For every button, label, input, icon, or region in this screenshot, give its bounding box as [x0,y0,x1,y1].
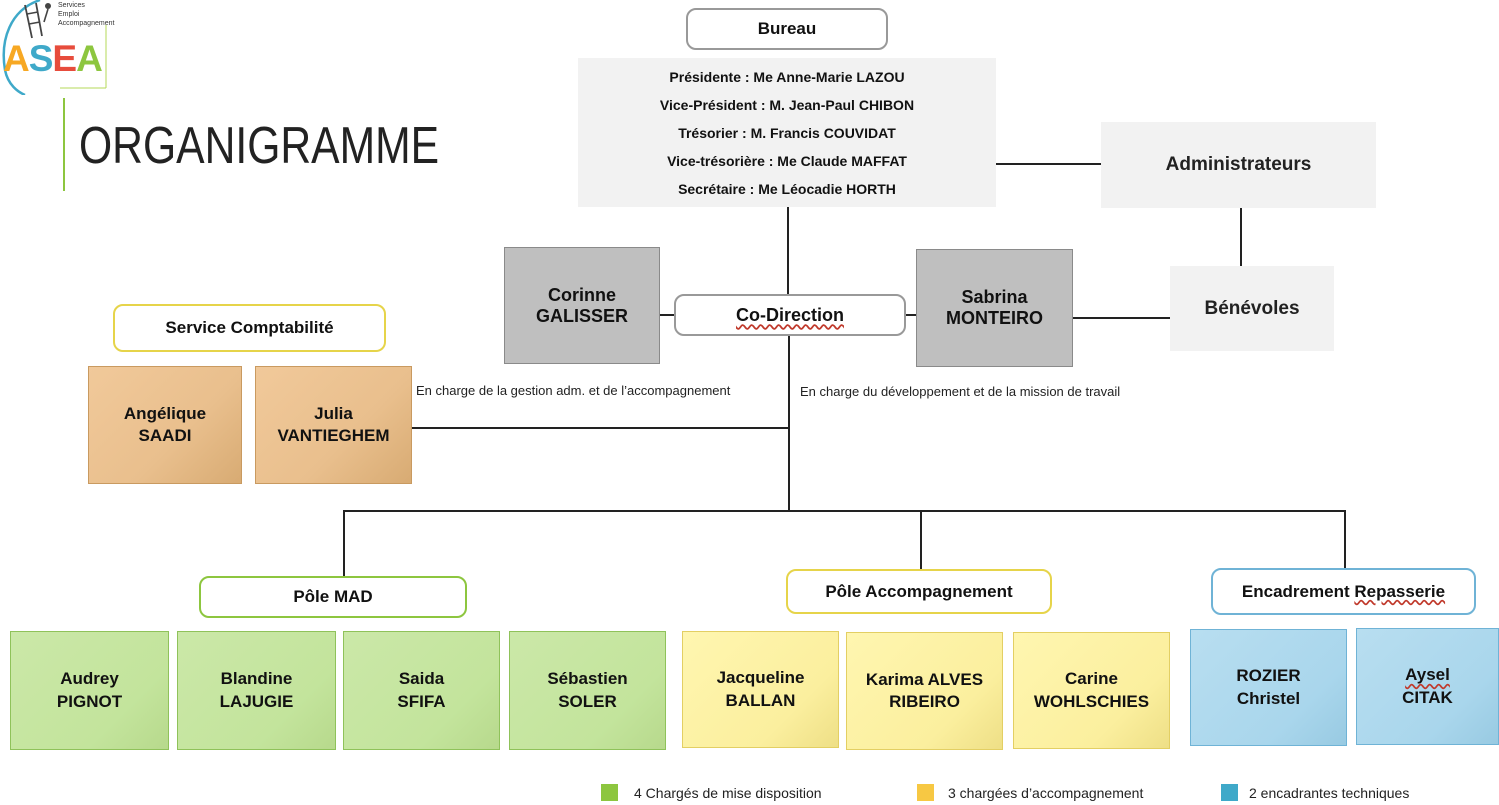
comptabilite-member-card: Angélique SAADI [88,366,242,484]
logo-graphic [2,0,107,95]
benevoles-box: Bénévoles [1170,266,1334,351]
legend-label: 3 chargées d’accompagnement [948,784,1144,801]
legend-item: 3 chargées d’accompagnement [917,784,1143,801]
connector-pole-mad [343,510,345,577]
bureau-member: Trésorier : M. Francis COUVIDAT [678,124,896,141]
person-first-name: Karima ALVES [865,669,984,689]
bureau-member: Vice-Président : M. Jean-Paul CHIBON [659,96,915,113]
codirection-label-box: Co-Direction [674,294,906,336]
administrateurs-box: Administrateurs [1101,122,1376,208]
logo-letter: E [52,38,77,79]
codirection-right-note: En charge du développement et de la miss… [800,384,1121,399]
codirection-left-note: En charge de la gestion adm. et de l’acc… [416,383,731,398]
logo-brand: ASEA [3,38,103,80]
person-last-name: SFIFA [397,691,446,711]
person-first-name: Audrey [60,669,119,689]
person-first-name: Jacqueline [716,668,805,688]
asea-logo: Services Emploi Accompagnement ASEA [0,0,135,95]
person-first-name: Julia [314,403,353,423]
legend-label: 4 Chargés de mise disposition [634,784,822,801]
encadrement-title-part-b: Repasserie [1354,581,1446,601]
logo-brand-letters: ASEA [3,38,103,79]
person-first-name: Sébastien [547,669,628,689]
connector-bureau-codirection [787,207,789,295]
comptabilite-member-card: Julia VANTIEGHEM [255,366,412,484]
legend-item: 4 Chargés de mise disposition [601,784,822,801]
bureau-members-box: Présidente : Me Anne-Marie LAZOU Vice-Pr… [578,58,996,207]
person-first-name: Blandine [220,669,293,689]
service-comptabilite-title: Service Comptabilité [113,304,386,352]
codirection-left-person: Corinne GALISSER [504,247,660,364]
person-last-name: SOLER [558,691,617,711]
person-first-name: Corinne [547,284,616,305]
connector-pole-accompagnement [920,510,922,569]
encadrement-member-card: Aysel CITAK [1356,628,1499,745]
codirection-right-person: Sabrina MONTEIRO [916,249,1073,367]
legend-swatch-green [601,784,618,801]
logo-letter: S [28,38,54,79]
bureau-member: Vice-trésorière : Me Claude MAFFAT [667,152,907,169]
pole-accompagnement-member-card: Karima ALVES RIBEIRO [846,632,1003,750]
person-last-name: Christel [1236,688,1301,708]
logo-letter: A [76,38,103,79]
pole-accompagnement-member-card: Carine WOHLSCHIES [1013,632,1170,749]
person-first-name: Aysel [1405,665,1450,685]
person-first-name: Saida [398,669,445,689]
logo-letter: A [3,38,30,79]
codirection-label: Co-Direction [736,304,844,325]
logo-text-services: Services [58,2,85,9]
pole-mad-member-card: Blandine LAJUGIE [177,631,336,750]
person-last-name: SAADI [138,426,192,445]
connector-comptabilite [412,427,789,429]
person-first-name: Angélique [123,403,207,423]
pole-mad-member-card: Audrey PIGNOT [10,631,169,750]
person-last-name: VANTIEGHEM [277,426,390,445]
logo-text-emploi: Emploi [58,11,80,18]
connector-bureau-administrateurs [996,163,1101,165]
person-last-name: RIBEIRO [889,692,960,711]
person-first-name: ROZIER [1236,666,1301,686]
connector-codirection-sabrina [906,314,916,316]
connector-corinne-codirection [660,314,674,316]
encadrement-title-part-a: Encadrement [1241,581,1355,601]
page-title: ORGANIGRAMME [79,117,440,175]
legend-swatch-yellow [917,784,934,801]
connector-codirection-trunk [788,336,790,510]
title-accent-bar [63,98,65,191]
person-last-name: BALLAN [725,690,796,710]
person-last-name: PIGNOT [56,691,123,711]
legend-item: 2 encadrantes techniques [1221,784,1409,801]
person-last-name: LAJUGIE [219,691,294,711]
person-last-name: WOHLSCHIES [1033,691,1150,711]
bureau-title: Bureau [686,8,888,50]
bureau-member: Présidente : Me Anne-Marie LAZOU [669,68,905,85]
person-last-name: MONTEIRO [946,308,1043,328]
bureau-member: Secrétaire : Me Léocadie HORTH [678,180,896,197]
person-first-name: Carine [1065,669,1118,689]
legend-swatch-blue [1221,784,1238,801]
connector-encadrement [1344,510,1346,568]
person-first-name: Sabrina [961,287,1028,307]
pole-accompagnement-member-card: Jacqueline BALLAN [682,631,839,748]
encadrement-title: Encadrement Repasserie [1211,568,1476,615]
pole-mad-title: Pôle MAD [199,576,467,618]
pole-mad-member-card: Sébastien SOLER [509,631,666,750]
person-last-name: GALISSER [535,305,628,326]
connector-administrateurs-benevoles [1240,208,1242,266]
connector-sabrina-benevoles [1073,317,1170,319]
person-last-name: CITAK [1402,687,1453,707]
encadrement-member-card: ROZIER Christel [1190,629,1347,746]
pole-accompagnement-title: Pôle Accompagnement [786,569,1052,614]
logo-text-accompagnement: Accompagnement [58,20,115,27]
legend-label: 2 encadrantes techniques [1249,784,1410,801]
connector-poles-horizontal [343,510,1345,512]
pole-mad-member-card: Saida SFIFA [343,631,500,750]
